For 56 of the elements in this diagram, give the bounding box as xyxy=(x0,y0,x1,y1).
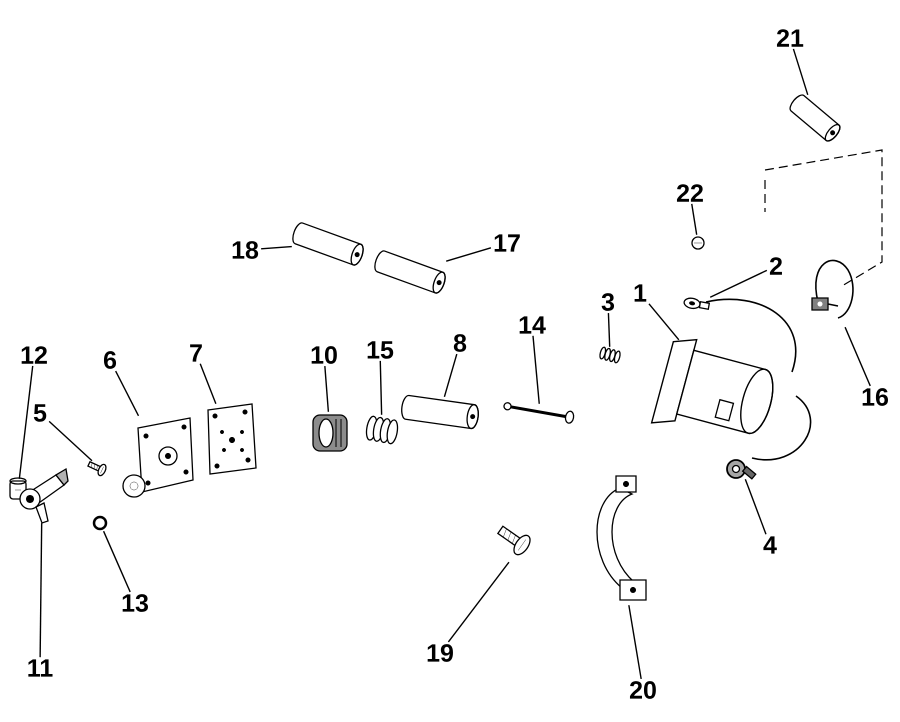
wire-clip-drawing xyxy=(811,260,854,319)
leader-line xyxy=(115,370,140,416)
callout-number: 6 xyxy=(104,351,116,369)
screw-drawing xyxy=(691,236,705,250)
leader-line xyxy=(102,530,131,592)
plate-drawing xyxy=(207,403,257,475)
tube-drawing xyxy=(789,94,841,142)
callout-number: 12 xyxy=(22,346,47,364)
callout-number: 16 xyxy=(862,388,888,406)
callout-number: 4 xyxy=(763,536,777,554)
valve-drawing xyxy=(19,468,69,524)
callout-number: 3 xyxy=(602,293,614,311)
callout-number: 5 xyxy=(34,404,46,422)
tube-drawing xyxy=(292,222,364,266)
callout-number: 8 xyxy=(454,334,466,352)
rod-drawing xyxy=(503,402,574,424)
leader-line xyxy=(710,270,768,298)
spring-drawing xyxy=(599,346,621,364)
nut-drawing xyxy=(312,414,348,452)
spring-drawing xyxy=(366,416,398,444)
callout-number: 7 xyxy=(190,344,202,362)
leader-line xyxy=(444,354,458,397)
sleeve-drawing xyxy=(401,394,479,430)
callout-number: 2 xyxy=(770,257,782,275)
leader-line xyxy=(446,247,492,262)
leader-line xyxy=(200,364,217,404)
leader-line xyxy=(691,204,698,235)
leader-line xyxy=(18,366,34,479)
leader-line xyxy=(844,326,871,386)
callout-number: 19 xyxy=(428,644,453,662)
cover-drawing xyxy=(122,417,194,498)
leader-line xyxy=(608,313,610,347)
tube-drawing xyxy=(374,250,446,294)
callout-number: 1 xyxy=(634,284,646,302)
callout-number: 22 xyxy=(676,184,703,202)
callout-number: 15 xyxy=(368,341,394,359)
leader-line xyxy=(792,48,808,95)
callout-number: 21 xyxy=(776,29,804,47)
callout-number: 11 xyxy=(28,659,53,677)
callout-number: 20 xyxy=(630,681,656,699)
leader-line xyxy=(39,523,42,658)
leader-line xyxy=(380,360,382,415)
callout-number: 10 xyxy=(312,346,337,364)
leader-line xyxy=(261,246,292,250)
leader-line xyxy=(532,336,540,404)
leader-line xyxy=(648,303,680,340)
callout-number: 14 xyxy=(520,316,546,334)
solenoid-drawing xyxy=(650,298,812,461)
callout-number: 13 xyxy=(122,594,148,612)
leader-line xyxy=(744,478,767,534)
leader-line xyxy=(448,562,510,642)
clamp-drawing xyxy=(596,475,647,601)
leader-line xyxy=(324,366,330,412)
callout-number: 17 xyxy=(494,234,520,252)
o-ring-drawing xyxy=(92,516,108,530)
callout-number: 18 xyxy=(232,241,258,259)
